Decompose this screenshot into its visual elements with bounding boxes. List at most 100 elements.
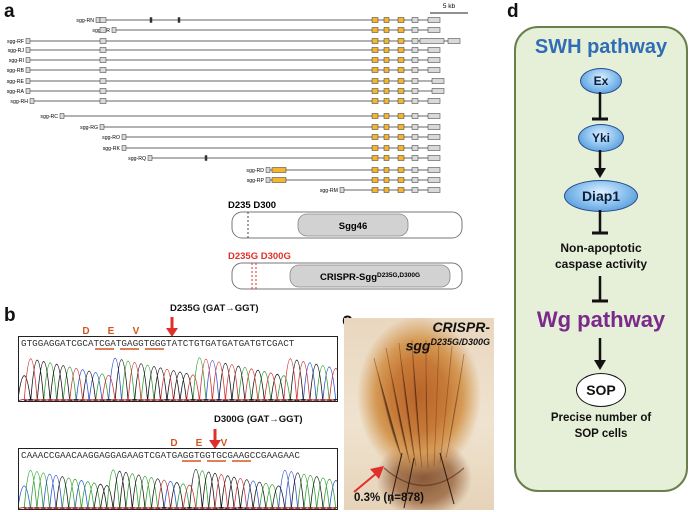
exon xyxy=(59,113,65,119)
scale-bar-label: 5 kb xyxy=(443,3,456,10)
exon xyxy=(397,17,405,23)
isoform-label: sgg-RK xyxy=(103,146,121,152)
exon xyxy=(427,67,441,73)
exon xyxy=(419,38,445,44)
exon xyxy=(25,57,31,63)
exon xyxy=(397,57,405,63)
exon xyxy=(383,17,390,23)
isoform-label: sgg-RD xyxy=(246,168,264,174)
exon xyxy=(397,124,405,130)
exon xyxy=(371,17,379,23)
panel-b-letter: b xyxy=(4,305,16,326)
exon xyxy=(411,177,419,183)
isoform-label: sgg-RJ xyxy=(8,48,25,54)
exon xyxy=(411,187,419,193)
isoform-track-group: sgg-RNsgg-RRsgg-RFsgg-RJsgg-RIsgg-RBsgg-… xyxy=(7,17,461,194)
exon xyxy=(371,155,379,161)
exon xyxy=(371,88,379,94)
exon xyxy=(95,17,101,23)
exon xyxy=(371,113,379,119)
exon xyxy=(427,177,441,183)
exon xyxy=(25,38,31,44)
thorax-texture xyxy=(373,339,465,509)
inhibit-diap1-caspase xyxy=(592,210,608,235)
exon xyxy=(427,155,441,161)
isoform-label: sgg-RB xyxy=(7,68,25,74)
exon xyxy=(427,124,441,130)
exon xyxy=(25,78,31,84)
exon xyxy=(383,113,390,119)
exon xyxy=(383,187,390,193)
trace-bottom xyxy=(19,460,337,509)
caspase-line1: Non-apoptotic xyxy=(560,241,642,255)
exon xyxy=(383,38,390,44)
wt-site-labels: D235 D300 xyxy=(228,200,276,211)
exon xyxy=(383,124,390,130)
exon xyxy=(99,17,107,23)
isoform-label: sgg-RF xyxy=(7,39,24,45)
gene-model-panel: 5 kb sgg-RNsgg-RRsgg-RFsgg-RJsgg-RIsgg-R… xyxy=(7,3,468,290)
exon xyxy=(371,78,379,84)
exon xyxy=(383,155,390,161)
exon xyxy=(411,88,419,94)
panel-a-letter: a xyxy=(4,1,15,22)
exon xyxy=(371,145,379,151)
exon xyxy=(371,167,379,173)
exon xyxy=(431,88,445,94)
exon xyxy=(25,88,31,94)
exon xyxy=(427,167,441,173)
motif-e-top: E xyxy=(108,326,115,336)
exon xyxy=(397,167,405,173)
exon xyxy=(383,88,390,94)
red-arrow-bristle xyxy=(353,466,384,493)
mutation-label-d235g: D235G (GAT→GGT) xyxy=(170,303,259,314)
exon xyxy=(25,47,31,53)
exon xyxy=(411,47,419,53)
pathway-box xyxy=(514,26,688,492)
genotype-superscript: D235G/D300G xyxy=(430,337,490,347)
exon xyxy=(427,187,441,193)
exon xyxy=(383,47,390,53)
exon xyxy=(411,167,419,173)
wt-protein-core xyxy=(297,213,409,237)
swh-pathway-title: SWH pathway xyxy=(534,36,668,58)
exon xyxy=(397,134,405,140)
sop-number-label: Precise number of SOP cells xyxy=(514,410,688,442)
exon xyxy=(427,113,441,119)
result-line2: SOP cells xyxy=(574,428,628,440)
sequence-text-top: GTGGAGGATCGCATCGATGAGGTGGGTATCTGTGATGATG… xyxy=(21,338,295,349)
isoform-label: sgg-RE xyxy=(7,79,25,85)
exon xyxy=(383,145,390,151)
exon xyxy=(371,134,379,140)
activate-yki-diap1 xyxy=(594,150,606,178)
red-arrow-top xyxy=(166,317,178,337)
exon xyxy=(397,47,405,53)
genotype-label: CRISPR- sggD235G/D300G xyxy=(406,320,490,354)
exon xyxy=(99,98,107,104)
exon xyxy=(431,78,445,84)
exon xyxy=(383,27,390,33)
exon xyxy=(411,27,419,33)
exon xyxy=(265,167,271,173)
exon xyxy=(411,98,419,104)
exon xyxy=(397,145,405,151)
exon xyxy=(99,38,107,44)
exon xyxy=(411,155,419,161)
red-arrow-bottom xyxy=(209,429,221,449)
exon xyxy=(411,134,419,140)
sop-node: SOP xyxy=(576,373,626,407)
exon xyxy=(411,38,419,44)
isoform-label: sgg-RH xyxy=(10,99,28,105)
exon xyxy=(99,67,107,73)
wt-protein-label: Sgg46 xyxy=(339,221,368,232)
exon xyxy=(29,98,35,104)
exon xyxy=(427,57,441,63)
exon xyxy=(383,167,390,173)
chromatogram-top: GTGGAGGATCGCATCGATGAGGTGGGTATCTGTGATGATG… xyxy=(18,336,338,402)
fly-thorax-photo: CRISPR- sggD235G/D300G 0.3% (n=878) xyxy=(344,318,494,510)
mutation-label-d300g: D300G (GAT→GGT) xyxy=(214,414,303,425)
exon xyxy=(411,17,419,23)
exon xyxy=(383,134,390,140)
exon xyxy=(411,67,419,73)
exon xyxy=(397,27,405,33)
